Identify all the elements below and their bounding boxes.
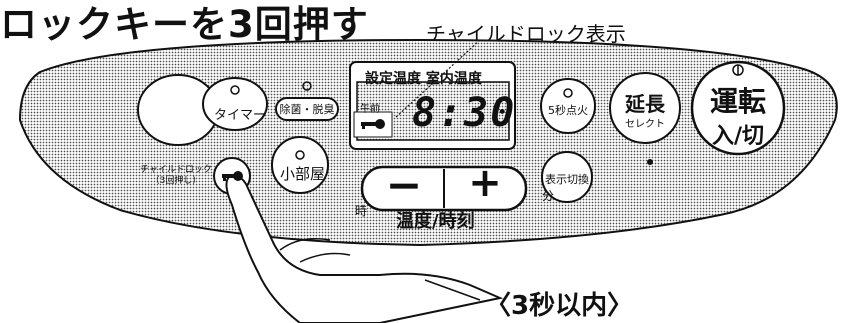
- run-button[interactable]: 運転: [709, 85, 766, 118]
- time-readout: 8:30: [412, 90, 517, 136]
- display-switch-button[interactable]: 表示切換: [545, 173, 589, 186]
- temp-time-label: 温度/時刻: [396, 211, 475, 232]
- am-indicator: 午前: [360, 104, 380, 115]
- sterilize-button[interactable]: 除菌・脱臭: [279, 103, 335, 116]
- timer-button-shape: [202, 77, 268, 131]
- five-sec-button-shape: [540, 78, 596, 134]
- display-header: 設定温度 室内温度: [365, 71, 482, 87]
- lock-key-icon: [222, 171, 243, 181]
- plus-button[interactable]: +: [468, 160, 502, 206]
- display-switch-button-shape: [541, 151, 593, 203]
- instruction-heading: ロックキーを3回押す: [0, 3, 369, 46]
- small-room-button[interactable]: 小部屋: [280, 165, 326, 183]
- child-lock-label: チャイルドロック （3回押し）: [140, 165, 212, 186]
- minus-button[interactable]: −: [385, 160, 423, 211]
- extend-button-shape: [609, 72, 681, 144]
- within-3-sec: 〈3秒以内〉: [485, 291, 634, 321]
- timer-button[interactable]: タイマー: [214, 108, 267, 123]
- small-room-button-shape: [271, 136, 329, 194]
- minute-label: 分: [542, 189, 555, 203]
- extend-sub-label: セレクト: [625, 119, 665, 130]
- pointing-hand-icon: [225, 174, 504, 323]
- run-button-shape: [690, 60, 786, 156]
- run-sub-label: 入/切: [711, 124, 765, 149]
- lock-key-icon: [361, 119, 385, 129]
- hour-label: 時: [355, 204, 368, 218]
- sterilize-button-shape: [275, 97, 339, 121]
- extend-button[interactable]: 延長: [625, 92, 665, 116]
- five-sec-button[interactable]: 5秒点火: [548, 104, 588, 117]
